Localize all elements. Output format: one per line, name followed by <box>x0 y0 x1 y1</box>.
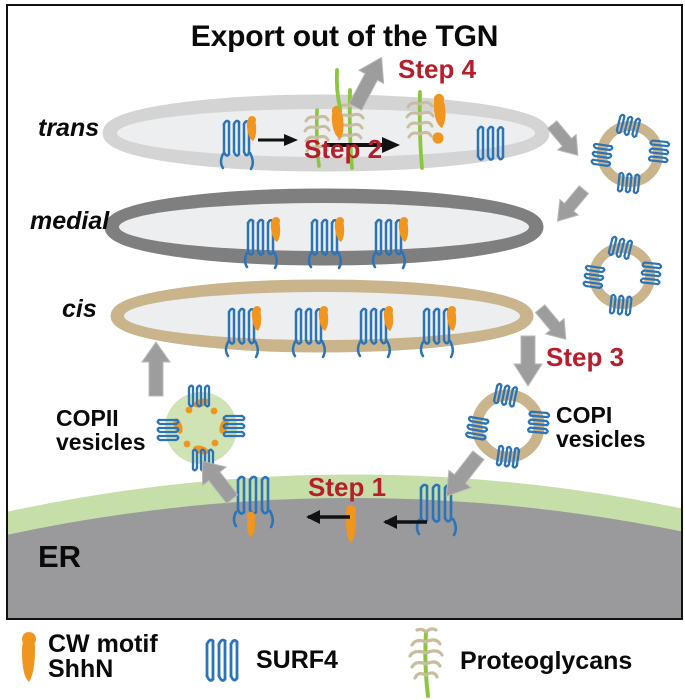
trans-arrow-2 <box>326 137 400 153</box>
surf4-icon <box>205 638 239 682</box>
arrow-cis-to-copi <box>513 335 543 387</box>
surf4-medial-1 <box>243 217 281 270</box>
medial-cisterna <box>104 188 544 266</box>
legend-item-surf4: SURF4 <box>198 636 338 686</box>
trans-cisterna <box>102 94 550 172</box>
arrow-er-to-copii <box>201 460 239 505</box>
arrow-copi-to-er <box>445 450 485 498</box>
surf4-cis-3 <box>356 306 394 359</box>
surf4-cis-2 <box>291 306 329 359</box>
surf4-er-left <box>232 475 275 537</box>
cw-motif-icon <box>247 514 255 537</box>
copi-vesicles-label: COPI vesicles <box>556 402 646 452</box>
step-3-label: Step 3 <box>546 342 625 372</box>
proteoglycan-trans-1 <box>303 108 331 168</box>
arrow-trans-to-vesicle <box>546 120 579 156</box>
er-arrow-right <box>383 515 427 529</box>
legend: CW motif ShhN SURF4 <box>0 620 685 700</box>
legend-item-proteoglycans: Proteoglycans <box>402 626 632 698</box>
er-lumen <box>8 498 681 618</box>
arrow-vesicle-to-medial <box>556 185 590 222</box>
arrow-vesicle-to-cis <box>534 304 567 340</box>
proteoglycan-trans-3 <box>405 90 446 170</box>
trans-label: trans <box>38 114 100 142</box>
proteoglycan-export-stem <box>334 68 342 110</box>
copii-vesicles-label: COPII vesicles <box>56 405 146 455</box>
er-arrow-left <box>306 510 350 524</box>
copi-vesicle <box>465 382 551 469</box>
surf4-medial-3 <box>371 217 409 270</box>
er-label: ER <box>38 539 82 574</box>
cis-label: cis <box>62 295 97 323</box>
vesicle-trans-out <box>590 113 671 195</box>
diagram-panel: Export out of the TGN ER <box>6 4 683 620</box>
proteoglycan-trans-2 <box>331 88 365 170</box>
trans-arrow-1 <box>258 134 298 146</box>
legend-label-cw-motif: CW motif ShhN <box>48 629 158 683</box>
arrow-export-tgn <box>348 56 385 111</box>
surf4-cis-4 <box>419 306 457 359</box>
legend-item-cw-motif: CW motif ShhN <box>14 628 158 686</box>
step-2-label: Step 2 <box>304 134 383 164</box>
surf4-trans-right <box>476 125 505 161</box>
copii-coat <box>165 392 237 464</box>
arrow-copii-to-cis <box>141 341 171 397</box>
er-compartment <box>8 474 681 618</box>
medial-label: medial <box>30 207 110 235</box>
surf4-medial-2 <box>307 217 345 270</box>
page-title: Export out of the TGN <box>190 20 499 53</box>
proteoglycan-icon <box>408 627 444 698</box>
step-4-label: Step 4 <box>398 54 477 84</box>
surf4-cis-1 <box>224 306 262 359</box>
legend-label-proteoglycans: Proteoglycans <box>460 647 633 676</box>
vesicle-medial-out <box>582 235 663 317</box>
surf4-trans-left <box>219 116 257 171</box>
legend-label-surf4: SURF4 <box>256 646 338 675</box>
cw-motif-icon <box>22 632 36 682</box>
step-1-label: Step 1 <box>308 472 387 502</box>
